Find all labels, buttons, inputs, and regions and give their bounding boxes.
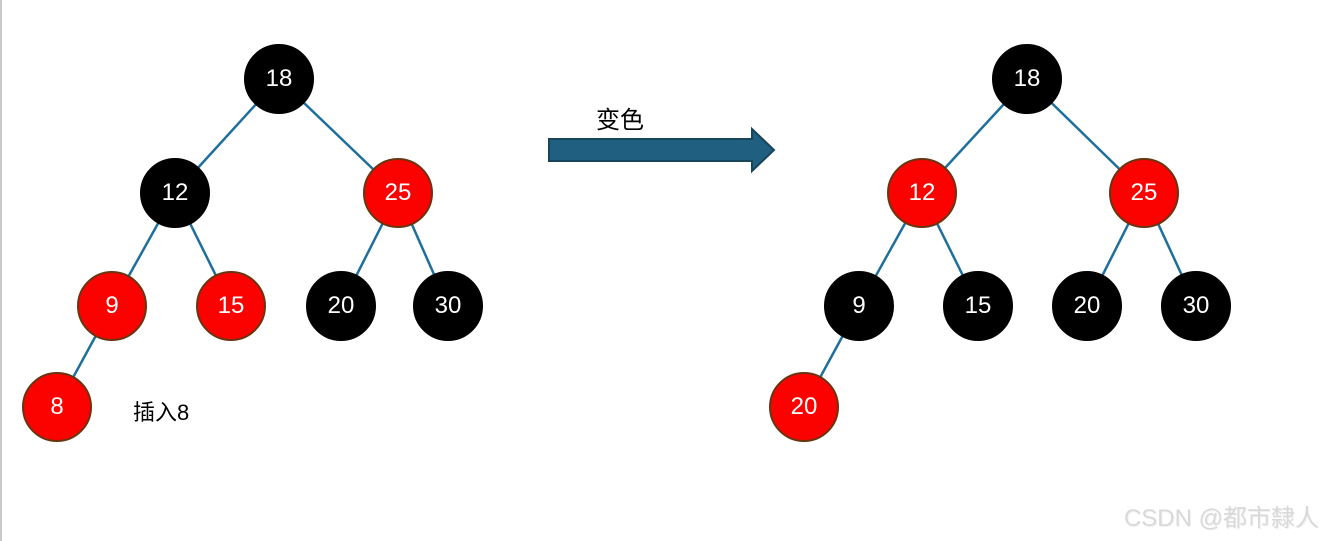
tree-node-tree-before-recolor-18: 18 [244, 44, 314, 114]
watermark: CSDN @都市隸人 [1123, 505, 1319, 532]
node-value: 15 [964, 292, 992, 319]
node-value: 30 [1182, 292, 1210, 319]
node-value: 20 [1073, 292, 1101, 319]
node-value: 15 [217, 292, 245, 319]
tree-node-tree-after-recolor-25: 25 [1109, 158, 1179, 228]
node-value: 30 [434, 292, 462, 319]
tree-node-tree-before-recolor-9: 9 [77, 271, 147, 341]
node-value: 20 [790, 393, 818, 420]
node-value: 18 [1013, 65, 1041, 92]
node-value: 12 [908, 179, 936, 206]
tree-node-tree-after-recolor-20: 20 [769, 372, 839, 442]
tree-node-tree-before-recolor-8: 8 [22, 372, 92, 442]
tree-node-tree-after-recolor-15: 15 [943, 271, 1013, 341]
tree-node-tree-after-recolor-30: 30 [1161, 271, 1231, 341]
arrow-label: 变色 [596, 107, 644, 134]
tree-node-tree-before-recolor-30: 30 [413, 271, 483, 341]
node-value: 12 [161, 179, 189, 206]
node-value: 8 [50, 393, 64, 420]
tree-node-tree-before-recolor-15: 15 [196, 271, 266, 341]
node-value: 9 [852, 292, 866, 319]
node-value: 25 [1130, 179, 1158, 206]
node-value: 25 [384, 179, 412, 206]
node-value: 20 [327, 292, 355, 319]
tree-node-tree-after-recolor-9: 9 [824, 271, 894, 341]
tree-node-tree-after-recolor-12: 12 [887, 158, 957, 228]
right-arrow-icon [548, 126, 776, 174]
tree-node-tree-before-recolor-20: 20 [306, 271, 376, 341]
left-edge-border [0, 0, 2, 541]
tree-node-tree-before-recolor-12: 12 [140, 158, 210, 228]
tree-node-tree-before-recolor-25: 25 [363, 158, 433, 228]
node-value: 18 [265, 65, 293, 92]
node-value: 9 [105, 292, 119, 319]
tree-node-tree-after-recolor-18: 18 [992, 44, 1062, 114]
tree-node-tree-after-recolor-20: 20 [1052, 271, 1122, 341]
insert-annotation: 插入8 [133, 400, 190, 425]
